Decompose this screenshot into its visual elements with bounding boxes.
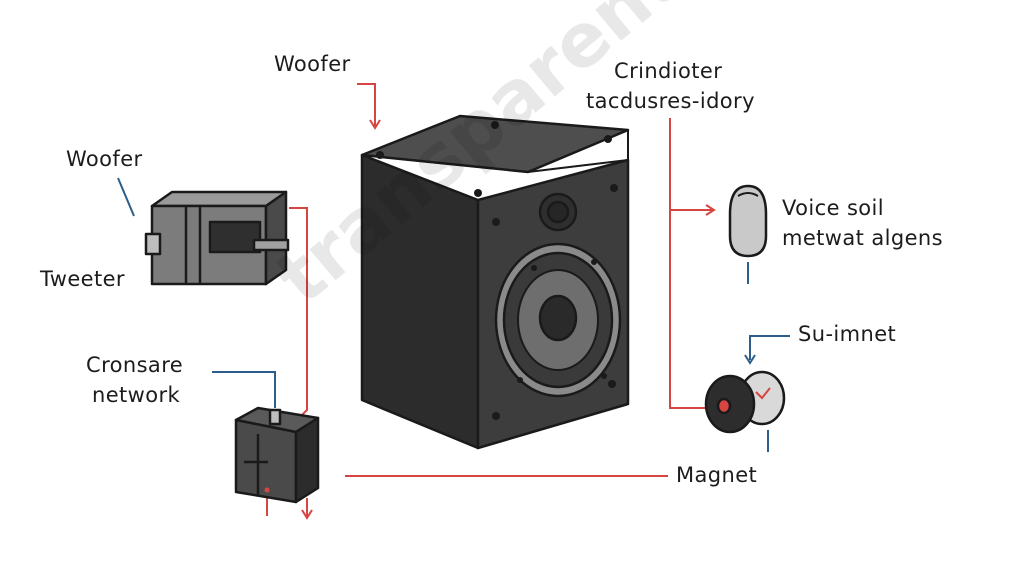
driver-side (264, 190, 288, 286)
label-voice-coil: Voice soil metwat algens (782, 193, 943, 253)
label-tweeter: Tweeter (40, 264, 125, 294)
label-voice-coil-line-2: metwat algens (782, 226, 943, 250)
crossover-side (294, 416, 320, 504)
label-crossover-line-2: network (92, 383, 181, 407)
woofer-top-leader (357, 83, 376, 126)
tweeter-to-crossover-line (289, 207, 308, 421)
cabinet-top-front-edge (361, 129, 629, 173)
label-su-imnet: Su-imnet (798, 319, 896, 349)
crossover-leader (212, 371, 276, 408)
speaker-cabinet (360, 114, 630, 450)
label-magnet: Magnet (676, 460, 757, 490)
crossover-box (234, 406, 320, 504)
crossover-bottom-arrowhead (301, 509, 313, 520)
label-magnet-text: Magnet (676, 463, 758, 487)
driver-window (208, 220, 262, 254)
connector-lines (117, 83, 790, 520)
driver-base-tab (252, 238, 290, 252)
woofer-left-leader (117, 177, 135, 217)
cabinet-screws (376, 121, 618, 420)
cabinet-woofer-cone (494, 242, 622, 398)
label-crindioter-line-2: tacdusres-idory (586, 89, 755, 113)
cabinet-side (360, 153, 480, 450)
crossover-dot (264, 487, 270, 493)
label-crindioter-line-1: Crindioter (614, 59, 723, 83)
label-crossover-line-1: Cronsare (86, 353, 184, 377)
driver-knob (144, 232, 162, 256)
crossover-terminal (268, 408, 282, 426)
label-woofer-left: Woofer (66, 144, 143, 174)
driver-top (150, 190, 288, 208)
label-crossover: Cronsare network (86, 350, 183, 410)
label-woofer-top-text: Woofer (274, 52, 351, 76)
su-imnet-leader (749, 335, 790, 360)
magnet-part (704, 370, 786, 434)
label-woofer-top: Woofer (274, 49, 351, 79)
label-su-imnet-text: Su-imnet (798, 322, 897, 346)
woofer-top-arrowhead (369, 119, 381, 130)
cabinet-tweeter (538, 192, 578, 232)
label-tweeter-text: Tweeter (40, 267, 125, 291)
right-vertical-line (669, 118, 712, 409)
voice-coil-part (728, 184, 768, 258)
driver-module (144, 190, 290, 286)
voice-coil-arrowhead (705, 204, 716, 216)
label-voice-coil-line-1: Voice soil (782, 196, 885, 220)
su-imnet-arrowhead (744, 354, 756, 365)
label-crindioter: Crindioter tacdusres-idory (586, 56, 755, 116)
label-woofer-left-text: Woofer (66, 147, 143, 171)
